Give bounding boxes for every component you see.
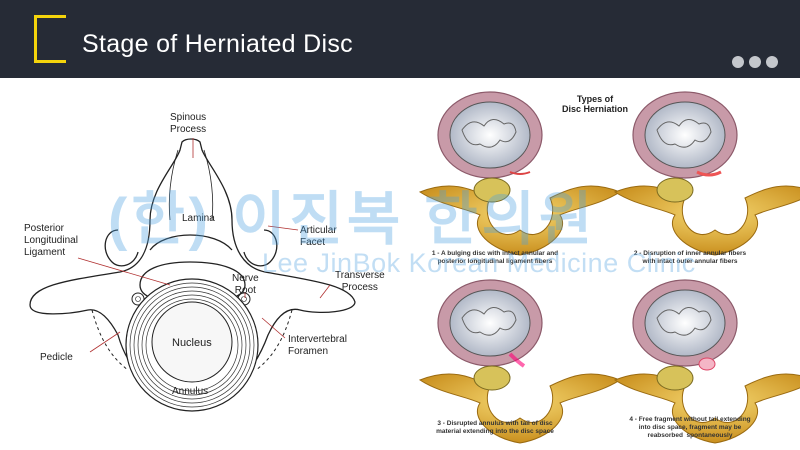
label-lamina: Lamina	[182, 213, 215, 224]
slide-title: Stage of Herniated Disc	[82, 30, 353, 58]
caption-type-4: 4 - Free fragment without tail extending…	[629, 416, 751, 439]
vertebra-illustration	[29, 138, 356, 412]
slide-header: Stage of Herniated Disc	[0, 0, 800, 78]
label-nerve-root: Nerve Root	[232, 273, 259, 296]
herniation-panel-3	[418, 279, 622, 444]
label-annulus: Annulus	[172, 386, 209, 397]
more-options-icon[interactable]	[732, 56, 778, 68]
label-transverse-process: Transverse Process	[335, 270, 385, 293]
label-articular-facet: Articular Facet	[300, 225, 337, 248]
clinic-watermark-english: Lee JinBok Korean Medicine Clinic	[262, 248, 696, 278]
dot-icon	[749, 56, 761, 68]
types-title: Types of Disc Herniation	[561, 94, 628, 114]
herniation-panel-2	[613, 91, 800, 256]
herniation-panel-4	[613, 279, 800, 444]
dot-icon	[732, 56, 744, 68]
caption-type-3: 3 - Disrupted annulus with tail of disc …	[436, 420, 554, 435]
caption-type-2: 2 - Disruption of inner annular fibers w…	[633, 250, 747, 265]
label-pedicle: Pedicle	[40, 352, 73, 363]
clinic-watermark-korean: (한) 이진복 한의원	[108, 187, 597, 252]
caption-type-1: 1 - A bulging disc with intact annular a…	[431, 250, 559, 265]
herniation-types-figure: Types of Disc Herniation	[410, 80, 800, 450]
label-intervertebral-foramen: Intervertebral Foramen	[288, 334, 347, 357]
dot-icon	[766, 56, 778, 68]
herniation-types-illustration	[418, 91, 800, 444]
herniation-panel-1	[418, 91, 622, 256]
label-posterior-longitudinal-ligament: Posterior Longitudinal Ligament	[24, 223, 78, 258]
label-nucleus: Nucleus	[172, 337, 212, 349]
vertebra-anatomy-diagram: Spinous Process Lamina Posterior Longitu…	[0, 80, 410, 450]
label-spinous-process: Spinous Process	[170, 112, 207, 135]
title-bracket-decoration	[34, 15, 66, 63]
